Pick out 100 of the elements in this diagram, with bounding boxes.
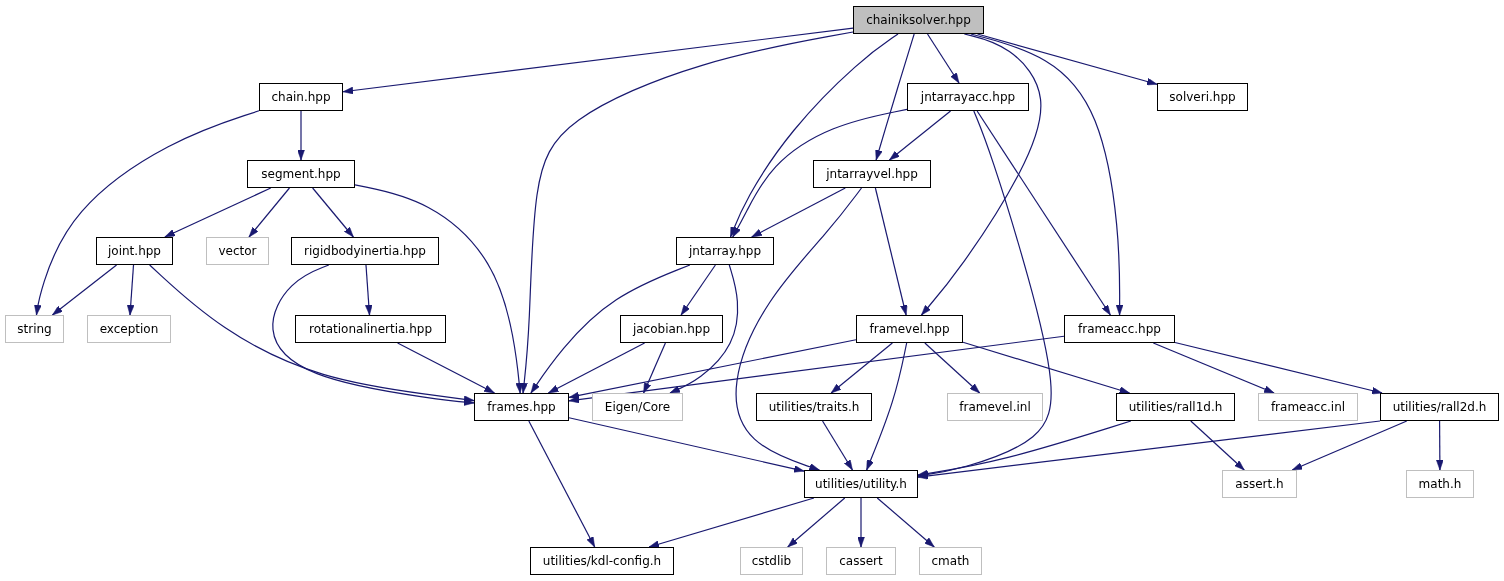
include-arrow <box>648 497 815 548</box>
file-node <box>1064 315 1175 343</box>
file-node <box>247 160 355 188</box>
file-name: joint.hpp <box>108 244 161 258</box>
file-node <box>907 83 1029 111</box>
include-arrow <box>751 187 846 238</box>
file-name: cassert <box>839 554 883 568</box>
include-arrow <box>970 33 1124 316</box>
file-name: utilities/rall1d.h <box>1128 400 1223 414</box>
include-arrow <box>876 497 935 548</box>
include-arrow <box>830 342 893 394</box>
include-arrow <box>126 264 135 316</box>
file-node <box>1406 470 1474 498</box>
include-arrow <box>1152 342 1275 394</box>
include-arrow <box>568 417 805 473</box>
file-name: utilities/rall2d.h <box>1392 400 1487 414</box>
include-arrow <box>926 33 960 84</box>
include-arrow <box>1190 420 1245 471</box>
file-name: jntarray.hpp <box>688 244 762 258</box>
include-arrow <box>34 110 260 316</box>
file-node <box>1258 393 1358 421</box>
file-node <box>813 160 931 188</box>
include-arrow <box>976 33 1158 86</box>
file-node <box>826 547 896 575</box>
file-node <box>206 237 269 265</box>
include-arrow <box>520 31 854 394</box>
include-arrow <box>857 497 865 548</box>
include-arrow <box>164 187 272 238</box>
include-arrow <box>342 27 854 95</box>
include-arrow <box>976 110 1111 316</box>
file-node <box>756 393 872 421</box>
file-node <box>676 237 774 265</box>
file-node <box>5 315 64 343</box>
include-arrow <box>669 264 739 394</box>
file-name: jacobian.hpp <box>632 322 711 336</box>
file-node <box>1157 83 1248 111</box>
file-name: jntarrayvel.hpp <box>826 167 918 181</box>
file-node <box>620 315 723 343</box>
include-arrow <box>1174 341 1383 395</box>
include-arrow <box>732 108 908 238</box>
file-name: jntarrayacc.hpp <box>920 90 1016 104</box>
file-node <box>1116 393 1235 421</box>
file-node <box>530 547 674 575</box>
file-name: rotationalinertia.hpp <box>308 322 432 336</box>
file-name: cstdlib <box>751 554 792 568</box>
file-name: vector <box>218 244 257 258</box>
file-node <box>947 393 1043 421</box>
file-node <box>1222 470 1297 498</box>
include-arrow <box>866 342 908 471</box>
file-node <box>740 547 803 575</box>
include-arrow <box>312 187 354 238</box>
file-node <box>87 315 171 343</box>
include-arrow <box>643 342 666 394</box>
file-node <box>919 547 982 575</box>
file-node <box>259 83 343 111</box>
include-arrow <box>875 33 915 161</box>
include-arrow <box>917 420 1132 478</box>
file-node <box>592 393 683 421</box>
include-arrow <box>248 187 291 238</box>
file-name: frameacc.hpp <box>1078 322 1161 336</box>
file-node <box>1380 393 1499 421</box>
file-name: math.h <box>1418 477 1462 491</box>
include-arrow <box>680 264 716 316</box>
file-name: rigidbodyinertia.hpp <box>304 244 426 258</box>
include-arrow <box>272 264 475 406</box>
include-arrow <box>528 420 596 548</box>
file-name: frameacc.inl <box>1270 400 1346 414</box>
file-name: utilities/kdl-config.h <box>542 554 662 568</box>
file-name: frames.hpp <box>487 400 556 414</box>
include-arrow <box>729 33 899 238</box>
include-arrow <box>735 187 863 471</box>
include-arrow <box>924 342 981 394</box>
file-name: chainiksolver.hpp <box>866 13 971 27</box>
file-name: framevel.inl <box>959 400 1031 414</box>
file-name: framevel.hpp <box>869 322 950 336</box>
include-arrow <box>821 420 854 471</box>
include-arrow <box>920 33 1042 316</box>
include-arrow <box>365 264 373 316</box>
file-name: cmath <box>931 554 970 568</box>
include-arrow <box>568 339 857 400</box>
file-name: chain.hpp <box>271 90 331 104</box>
include-arrow <box>354 184 523 394</box>
file-name: utilities/utility.h <box>815 477 907 491</box>
file-name: exception <box>99 322 159 336</box>
include-arrow <box>547 342 646 394</box>
include-arrow <box>297 110 305 161</box>
file-node <box>295 315 446 343</box>
file-name: string <box>17 322 52 336</box>
file-name: Eigen/Core <box>604 400 671 414</box>
include-arrow <box>787 497 846 548</box>
include-arrow <box>1291 420 1408 471</box>
include-arrow <box>888 110 952 161</box>
include-arrow <box>397 342 495 394</box>
file-name: assert.h <box>1235 477 1284 491</box>
file-node <box>853 6 984 34</box>
file-node <box>856 315 963 343</box>
include-arrow <box>568 335 1065 404</box>
include-arrow <box>962 341 1131 394</box>
file-node <box>474 393 569 421</box>
file-node <box>96 237 173 265</box>
